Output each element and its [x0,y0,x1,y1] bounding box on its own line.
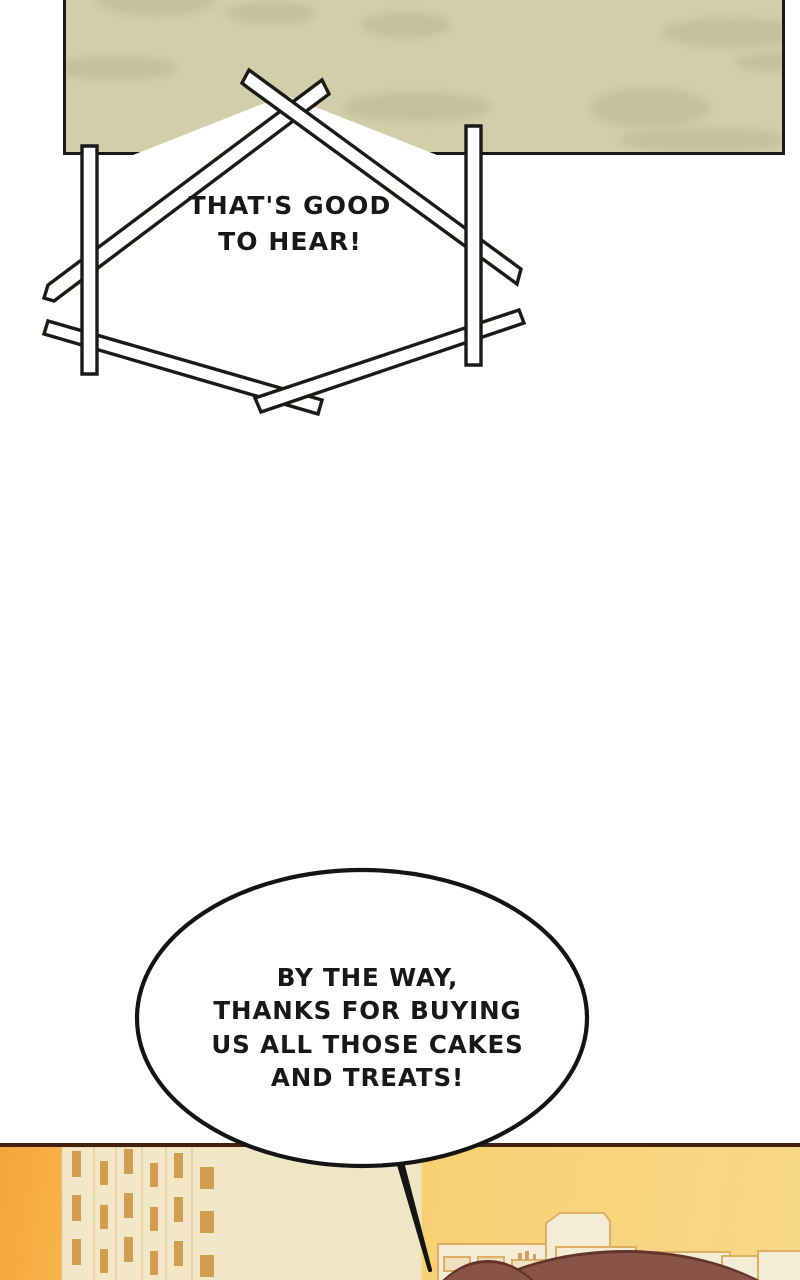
hex-speech-bubble: THAT'S GOOD TO HEAR! [30,60,550,420]
tower-window [72,1151,81,1177]
tower-blank-face [218,1147,422,1280]
tower-window [100,1205,108,1229]
tower-window [150,1251,158,1275]
tower-window [200,1255,214,1277]
tower-window [174,1153,183,1178]
log-stick-lower-right [252,307,527,415]
log-stick-upper-left [41,77,332,303]
cloud-texture-5 [734,52,782,72]
cloud-texture-7 [590,88,710,128]
rooftop-antenna-3 [533,1254,536,1260]
cloud-texture-4 [661,18,782,48]
log-stick-left-vertical [80,144,99,376]
panel-bottom-background [0,1143,800,1280]
tower-window [150,1207,158,1231]
log-stick-right-vertical [464,124,483,367]
tower-window [72,1239,81,1265]
rooftop-antenna-2 [525,1251,529,1260]
oval-bubble-shape [134,867,590,1273]
oval-speech-bubble: BY THE WAY, THANKS FOR BUYING US ALL THO… [130,865,605,1280]
tower-outline [61,1147,421,1280]
cloud-texture-2 [226,2,316,24]
tower-window [100,1249,108,1273]
tower-vertical-seams [93,1147,193,1280]
tower-window [124,1193,133,1218]
tower-window [150,1163,158,1187]
hex-bubble-shape [41,67,527,417]
foreground-tower-group [61,1147,422,1280]
oval-bubble-text: BY THE WAY, THANKS FOR BUYING US ALL THO… [211,963,524,1092]
tower-window [174,1241,183,1266]
panel-top-background [63,0,785,155]
tower-window [174,1197,183,1222]
cloud-texture-6 [342,92,492,122]
cloud-texture-9 [66,56,176,80]
tower-window [72,1195,81,1221]
cloud-texture-8 [618,128,782,152]
tower-window [124,1237,133,1262]
rooftop-antenna-1 [518,1253,522,1260]
distant-building-e [757,1250,800,1280]
log-stick-lower-left [41,318,325,417]
oval-bubble-body [134,867,590,1169]
oval-bubble-tail-seam [380,1133,406,1155]
tower-window [124,1149,133,1174]
cloud-texture-1 [96,0,216,16]
log-stick-upper-right [239,67,523,287]
hex-bubble-text: THAT'S GOOD TO HEAR! [188,191,392,256]
tower-window [100,1161,108,1185]
tower-window [200,1211,214,1233]
tower-window-columns [72,1149,214,1277]
cloud-texture-3 [361,12,451,38]
tower-window [200,1167,214,1189]
rooftop-antenna-group [518,1251,536,1260]
